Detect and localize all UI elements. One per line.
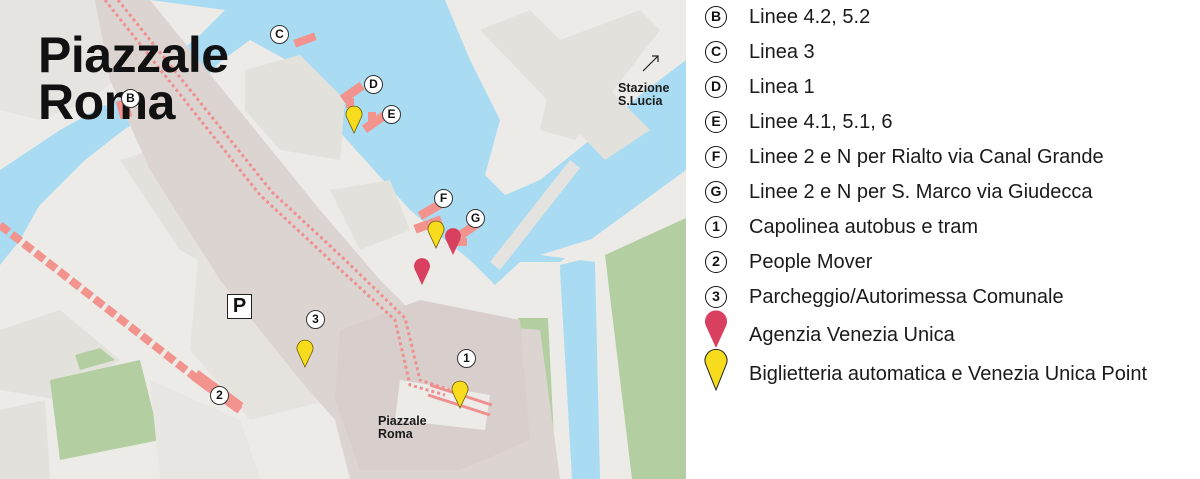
agency-pin-icon[interactable] <box>413 256 431 286</box>
agency-pin-icon <box>705 310 727 348</box>
station-label-line2: S.Lucia <box>618 94 663 108</box>
piazzale-roma-label: Piazzale Roma <box>378 415 427 441</box>
legend: B Linee 4.2, 5.2 C Linea 3 D Linea 1 E L… <box>700 0 1200 479</box>
legend-label: Linee 2 e N per S. Marco via Giudecca <box>749 180 1093 203</box>
marker-1[interactable]: 1 <box>457 349 476 368</box>
legend-label: Linea 3 <box>749 40 815 63</box>
ticket-pin-icon[interactable] <box>296 338 314 368</box>
circle-letter-icon: B <box>705 6 727 28</box>
legend-label: Linea 1 <box>749 75 815 98</box>
circle-number-icon: 1 <box>705 216 727 238</box>
ticket-pin-icon <box>704 348 728 392</box>
station-label[interactable]: Stazione S.Lucia <box>618 82 669 108</box>
circle-letter-icon: G <box>705 181 727 203</box>
circle-letter-icon: D <box>705 76 727 98</box>
marker-f[interactable]: F <box>434 189 453 208</box>
legend-label: Linee 4.2, 5.2 <box>749 5 871 28</box>
circle-letter-icon: C <box>705 41 727 63</box>
circle-letter-icon: F <box>705 146 727 168</box>
ticket-pin-icon[interactable] <box>427 219 445 249</box>
marker-g[interactable]: G <box>466 209 485 228</box>
ticket-pin-icon[interactable] <box>345 104 363 134</box>
map-title-line2: Roma <box>38 74 175 130</box>
circle-letter-icon: E <box>705 111 727 133</box>
circle-number-icon: 2 <box>705 251 727 273</box>
map-title-line1: Piazzale <box>38 27 229 83</box>
legend-label: Capolinea autobus e tram <box>749 215 979 238</box>
arrow-northeast-icon <box>642 55 659 72</box>
marker-d[interactable]: D <box>364 75 383 94</box>
ticket-pin-icon[interactable] <box>451 379 469 409</box>
map-base <box>0 0 686 479</box>
marker-e[interactable]: E <box>382 105 401 124</box>
marker-b[interactable]: B <box>121 89 140 108</box>
legend-label: Agenzia Venezia Unica <box>749 323 955 346</box>
circle-number-icon: 3 <box>705 286 727 308</box>
parking-icon[interactable]: P <box>227 294 252 319</box>
station-label-line1: Stazione <box>618 81 670 95</box>
marker-3[interactable]: 3 <box>306 310 325 329</box>
map-title: Piazzale Roma <box>38 27 229 130</box>
piazzale-roma-label-line2: Roma <box>378 427 413 441</box>
legend-label: Linee 4.1, 5.1, 6 <box>749 110 893 133</box>
piazzale-roma-label-line1: Piazzale <box>378 414 427 428</box>
legend-label: Parcheggio/Autorimessa Comunale <box>749 285 1064 308</box>
legend-label: Biglietteria automatica e Venezia Unica … <box>749 362 1148 385</box>
legend-label: People Mover <box>749 250 873 273</box>
map-area[interactable]: Piazzale Roma Stazione S.Lucia Piazzale … <box>0 0 686 479</box>
marker-2[interactable]: 2 <box>210 386 229 405</box>
legend-label: Linee 2 e N per Rialto via Canal Grande <box>749 145 1104 168</box>
marker-c[interactable]: C <box>270 25 289 44</box>
agency-pin-icon[interactable] <box>444 226 462 256</box>
